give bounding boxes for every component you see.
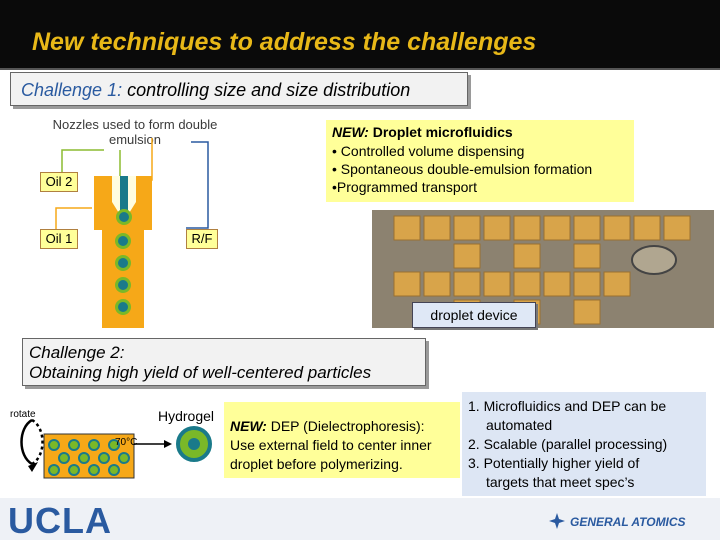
temperature-label: 70°C [115,437,138,448]
dep-note: NEW: DEP (Dielectrophoresis): Use extern… [224,402,460,478]
rf-feed-line [186,141,209,229]
advantage-item: 1. Microfluidics and DEP can be [468,398,667,414]
header-divider [0,68,720,70]
microfluidics-bullet: • Controlled volume dispensing [332,143,525,159]
advantage-item: automated [486,417,553,433]
dep-title: NEW: DEP (Dielectrophoresis): [230,418,425,434]
general-atomics-logo: GENERAL ATOMICS [570,515,686,529]
microfluidics-title: NEW: Droplet microfluidics [332,124,513,140]
oil2-feed-line [61,149,104,176]
hydrogel-label: Hydrogel [158,408,215,424]
ucla-logo: UCLA [8,500,112,541]
challenge1-box: Challenge 1: controlling size and size d… [10,72,468,106]
challenge2-box: Challenge 2: Obtaining high yield of wel… [22,338,426,386]
dep-title-text: DEP (Dielectrophoresis): [266,418,425,434]
challenge1-desc: controlling size and size distribution [122,80,411,100]
general-atomics-logo-icon [549,513,565,529]
rf-label: R/F [186,229,218,249]
advantage-item: 3. Potentially higher yield of [468,455,640,471]
center-feed-line [120,138,153,181]
dep-new-label: NEW: [230,418,267,434]
challenge2-text: Obtaining high yield of well-centered pa… [29,363,372,382]
header-bar [0,0,720,68]
rotate-label: rotate [10,409,36,420]
microfluidics-title-text: Droplet microfluidics [368,124,513,140]
challenge1-label: Challenge 1: [21,80,123,100]
rotation-diagram [20,418,212,479]
footer-bar [0,498,720,540]
oil2-label: Oil 2 [40,172,78,192]
nozzle-caption: Nozzles used to form double emulsion [52,117,218,147]
advantage-item: 2. Scalable (parallel processing) [468,436,668,452]
droplet-device-label: droplet device [412,302,536,328]
dep-line: droplet before polymerizing. [230,456,403,472]
inner-stream [120,176,128,212]
advantages-list: 1. Microfluidics and DEP can be automate… [462,392,706,496]
slide-title: New techniques to address the challenges [32,28,537,56]
rotate-arrow-icon [20,418,33,466]
outer-fluid-channel [94,176,152,328]
challenge2-label: Challenge 2: [29,343,125,362]
microfluidics-bullet: • Spontaneous double-emulsion formation [332,161,593,177]
microfluidics-note: NEW: Droplet microfluidics • Controlled … [326,120,634,202]
microfluidics-new-label: NEW: [332,124,369,140]
oil1-label: Oil 1 [40,229,78,249]
challenge1-text: Challenge 1: controlling size and size d… [21,80,410,101]
dep-line: Use external field to center inner [230,437,432,453]
microfluidics-bullet: •Programmed transport [332,179,477,195]
advantage-item: targets that meet spec’s [486,474,635,490]
droplet-on-device [631,245,677,275]
nozzle-diagram [55,138,209,328]
